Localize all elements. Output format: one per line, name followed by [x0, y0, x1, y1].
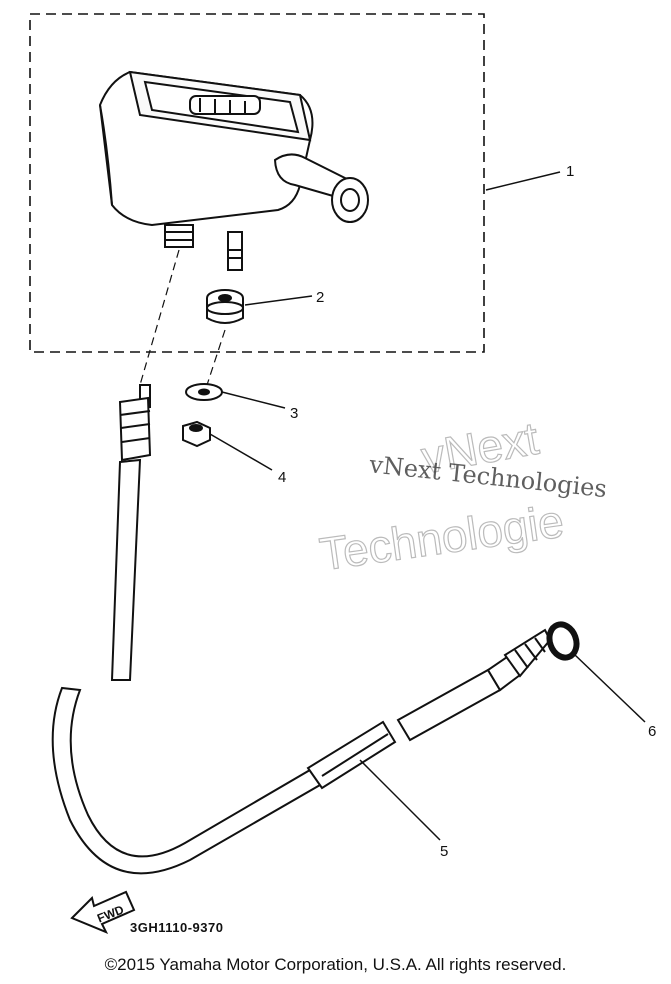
watermark: vNext vNext Technologies Technologie	[316, 411, 608, 581]
speedometer-cable	[51, 384, 552, 875]
fwd-arrow: FWD	[70, 890, 136, 934]
copyright-notice: ©2015 Yamaha Motor Corporation, U.S.A. A…	[104, 955, 567, 974]
grommet	[206, 289, 244, 324]
callout-3: 3	[290, 405, 298, 422]
washer	[185, 383, 223, 401]
callout-5: 5	[440, 843, 448, 860]
callout-1: 1	[566, 163, 574, 180]
callout-6: 6	[648, 723, 656, 740]
assembly-boundary	[29, 13, 485, 353]
leader-lines	[209, 171, 646, 841]
diagram-code: 3GH1110-9370	[130, 920, 223, 935]
o-ring	[546, 621, 580, 661]
watermark-technologies: Technologie	[317, 495, 567, 581]
speedometer-assembly	[98, 70, 369, 271]
callout-4: 4	[278, 469, 286, 486]
callout-2: 2	[316, 289, 324, 306]
nut	[182, 420, 211, 448]
